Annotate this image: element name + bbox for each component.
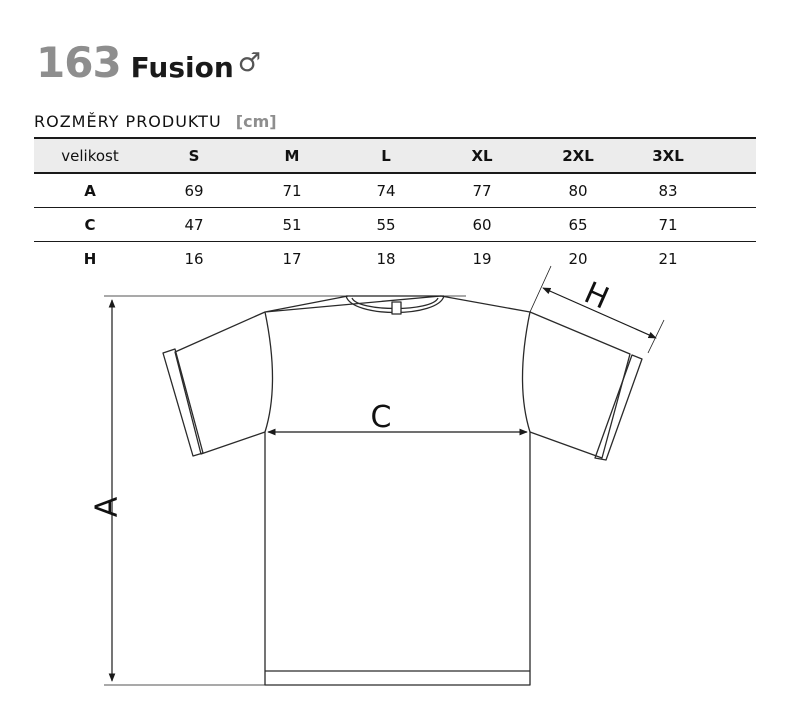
- table-cell: 16: [184, 249, 204, 268]
- size-header: XL: [471, 146, 493, 165]
- product-name: Fusion: [130, 51, 234, 84]
- row-label: H: [83, 249, 97, 268]
- dimension-label-c: C: [371, 400, 392, 435]
- size-header: L: [381, 146, 391, 165]
- table-row: H 16 17 18 19 20 21: [34, 242, 756, 276]
- table-cell: 17: [282, 249, 302, 268]
- size-header: M: [284, 146, 300, 165]
- dimension-label-a: A: [90, 496, 125, 517]
- table-cell: 20: [568, 249, 588, 268]
- tshirt-outline: [162, 295, 643, 686]
- section-title: ROZMĚRY PRODUKTU [cm]: [34, 112, 277, 131]
- row-label: C: [84, 215, 96, 234]
- size-header: 3XL: [652, 146, 684, 165]
- table-cell: 21: [658, 249, 678, 268]
- table-header-row: velikost S M L XL 2XL 3XL: [34, 138, 756, 173]
- table-cell: 47: [184, 215, 204, 234]
- table-cell: 19: [472, 249, 492, 268]
- table-cell: 71: [658, 215, 678, 234]
- dimension-label-h: H: [579, 276, 614, 317]
- table-cell: 74: [376, 181, 396, 200]
- table-cell: 80: [568, 181, 588, 200]
- section-title-text: ROZMĚRY PRODUKTU: [34, 112, 222, 131]
- table-cell: 71: [282, 181, 302, 200]
- unit-label: [cm]: [235, 112, 277, 131]
- table-row: A 69 71 74 77 80 83: [34, 173, 756, 208]
- table-cell: 83: [658, 181, 678, 200]
- size-table: velikost S M L XL 2XL 3XL A 69 71 74 77 …: [34, 137, 756, 275]
- table-cell: 77: [472, 181, 492, 200]
- table-cell: 51: [282, 215, 302, 234]
- table-cell: 55: [376, 215, 396, 234]
- table-row: C 47 51 55 60 65 71: [34, 208, 756, 242]
- corner-label: velikost: [61, 146, 119, 165]
- table-cell: 65: [568, 215, 588, 234]
- dimension-lines: [104, 265, 665, 686]
- table-cell: 60: [472, 215, 492, 234]
- male-icon: ♂: [237, 48, 262, 78]
- row-label: A: [84, 181, 96, 200]
- table-cell: 18: [376, 249, 396, 268]
- size-header: S: [188, 146, 200, 165]
- size-header: 2XL: [562, 146, 594, 165]
- product-title: 163 Fusion ♂: [36, 38, 261, 87]
- product-code: 163: [36, 38, 122, 87]
- table-cell: 69: [184, 181, 204, 200]
